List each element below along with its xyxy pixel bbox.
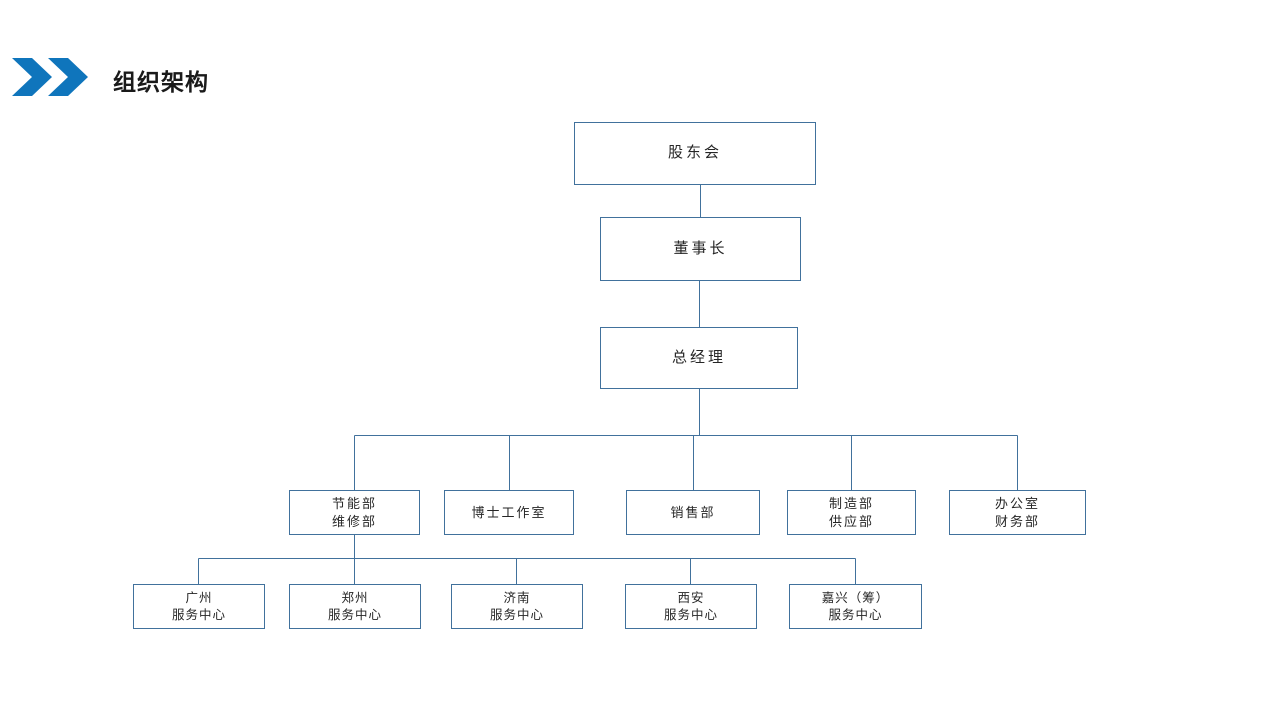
org-node-line: 董事长 [673,239,728,257]
org-node-line: 制造部 [828,495,874,511]
org-node-line: 服务中心 [828,607,883,622]
org-node-line: 服务中心 [171,607,226,622]
org-node-line: 广州 [185,590,213,605]
org-node-guangzhou-service[interactable]: 广州 服务中心 [133,584,265,629]
org-node-line: 服务中心 [327,607,382,622]
org-node-office-finance[interactable]: 办公室 财务部 [949,490,1086,535]
double-chevron-right-icon [12,58,88,96]
org-node-line: 供应部 [828,513,874,529]
page-title: 组织架构 [113,69,209,95]
org-node-general-manager[interactable]: 总经理 [600,327,798,389]
org-node-chairman[interactable]: 董事长 [600,217,801,281]
org-node-line: 总经理 [671,348,726,366]
header: 组织架构 [0,0,1280,120]
org-node-line: 财务部 [994,513,1040,529]
org-node-line: 维修部 [331,513,377,529]
org-node-line: 博士工作室 [471,504,547,520]
org-node-line: 股东会 [667,144,722,162]
org-node-jinan-service[interactable]: 济南 服务中心 [451,584,583,629]
org-node-jiaxing-service[interactable]: 嘉兴（筹） 服务中心 [789,584,922,629]
org-node-sales[interactable]: 销售部 [626,490,760,535]
org-node-manufacturing-supply[interactable]: 制造部 供应部 [787,490,916,535]
org-node-zhengzhou-service[interactable]: 郑州 服务中心 [289,584,421,629]
org-node-shareholders[interactable]: 股东会 [574,122,816,185]
org-node-line: 节能部 [331,495,377,511]
org-node-xian-service[interactable]: 西安 服务中心 [625,584,757,629]
org-node-doctor-studio[interactable]: 博士工作室 [444,490,574,535]
org-node-line: 西安 [677,590,705,605]
org-node-line: 办公室 [994,495,1040,511]
org-node-energy-maintenance[interactable]: 节能部 维修部 [289,490,420,535]
org-node-line: 郑州 [341,590,369,605]
org-node-line: 嘉兴（筹） [821,590,890,605]
org-node-line: 销售部 [670,504,716,520]
org-node-line: 服务中心 [663,607,718,622]
org-node-line: 服务中心 [489,607,544,622]
org-node-line: 济南 [503,590,531,605]
